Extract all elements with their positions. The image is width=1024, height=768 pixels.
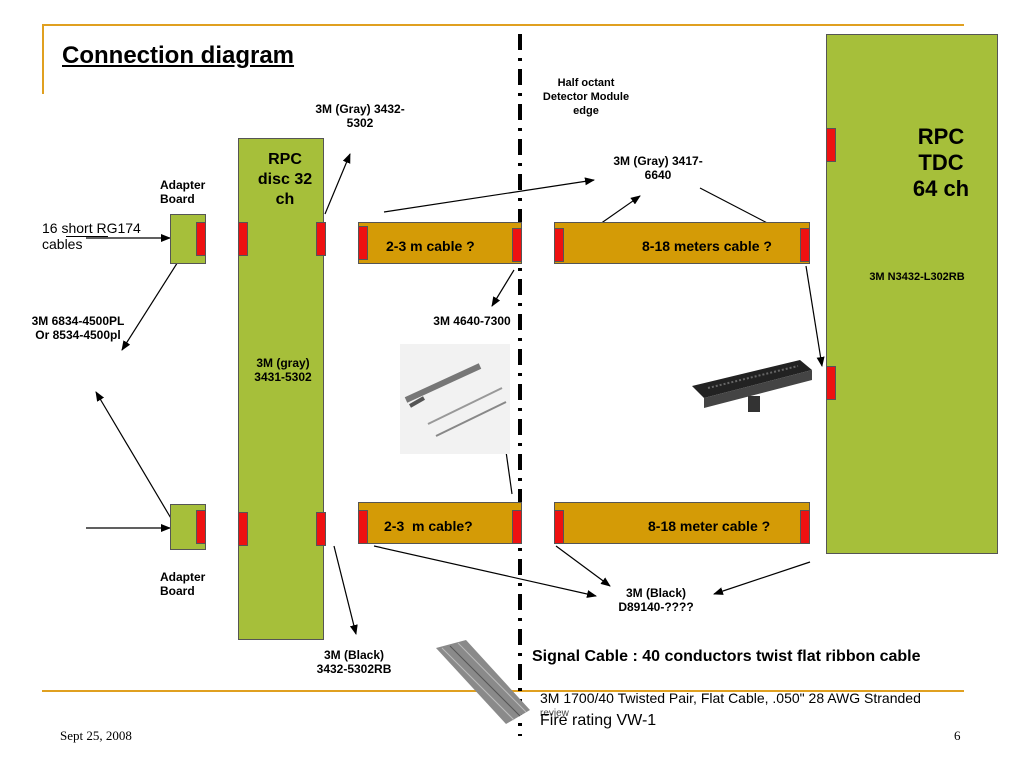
rpc-disc-conn-top-right — [316, 222, 326, 256]
slide-title: Connection diagram — [62, 42, 295, 69]
cable-bottom-long-conn-l — [554, 510, 564, 544]
gray-3432-label: 3M (Gray) 3432-5302 — [315, 102, 405, 130]
rpc-disc-board — [238, 138, 324, 640]
rpc-disc-label: RPC disc 32 ch — [257, 151, 313, 208]
arrow-cable-to-black-d89 — [373, 545, 597, 598]
rg174-label: 16 short RG174 cables — [42, 220, 141, 252]
rpc-disc-conn-top-left — [238, 222, 248, 256]
adapter-top-connector — [196, 222, 206, 256]
cable-bottom-short-conn-r — [512, 510, 522, 544]
cable-bottom-short-label: 2-3 m cable? — [384, 518, 473, 534]
cable-top-short-conn-r — [512, 228, 522, 262]
arrow-tdc-to-black-d89 — [713, 561, 811, 595]
cable-top-long-conn-l — [554, 228, 564, 262]
cable-bottom-long-conn-r — [800, 510, 810, 544]
cable-top-short-conn-l — [358, 226, 368, 260]
tdc-connector-label: 3M N3432-L302RB — [869, 271, 965, 283]
insertion-tool-icon — [404, 363, 507, 437]
arrow-cable-to-tool — [491, 269, 515, 307]
connector-icon — [692, 360, 812, 412]
rpc-tdc-conn-mid — [826, 366, 836, 400]
arrow-rpc-to-black3432 — [333, 545, 358, 635]
cable-top-short-label: 2-3 m cable ? — [386, 238, 475, 254]
rg174-underline — [66, 236, 108, 237]
adapter-board-bottom-label: Adapter Board — [160, 570, 206, 598]
adapter-board-top-label: Adapter Board — [160, 178, 206, 206]
cable-top-short — [358, 222, 522, 264]
cable-bottom-short-conn-l — [358, 510, 368, 544]
arrow-3m-to-adapter — [95, 391, 173, 521]
gray-3431-label: 3M (gray) 3431-5302 — [254, 356, 312, 384]
signal-cable-title: Signal Cable : 40 conductors twist flat … — [532, 648, 921, 665]
cable-bottom-long — [554, 502, 810, 544]
gray-3417-label: 3M (Gray) 3417-6640 — [613, 154, 703, 182]
cable-top-long-conn-r — [800, 228, 810, 262]
tool-4640-label: 3M 4640-7300 — [433, 314, 511, 328]
rpc-tdc-board — [826, 34, 998, 554]
signal-cable-line1: 3M 1700/40 Twisted Pair, Flat Cable, .05… — [540, 690, 921, 706]
ribbon-cable-icon — [436, 640, 530, 724]
page-number: 6 — [954, 728, 961, 743]
cable-bottom-long-label: 8-18 meter cable ? — [648, 518, 771, 534]
arrow-rpc-to-gray3432 — [324, 153, 351, 215]
cable-top-long — [554, 222, 810, 264]
footer-date: Sept 25, 2008 — [60, 728, 132, 743]
insertion-tool-photo — [400, 344, 510, 454]
arrow-cable-to-gray3417 — [383, 177, 595, 213]
arrow-cable-to-black-d89-b — [555, 545, 611, 587]
signal-cable-line2: Fire rating VW-1 — [540, 712, 657, 729]
signal-cable-line1-tail: review — [540, 708, 569, 719]
ribbon-cable-photo — [436, 640, 530, 734]
top-rule — [42, 24, 964, 26]
arrow-cable-to-tdc — [805, 265, 825, 367]
rpc-tdc-label: RPC TDC 64 ch — [912, 124, 970, 201]
rpc-disc-conn-bottom-left — [238, 512, 248, 546]
rpc-tdc-conn-top — [826, 128, 836, 162]
cable-top-long-label: 8-18 meters cable ? — [642, 238, 772, 254]
connector-3m-left-label: 3M 6834-4500PL Or 8534-4500pl — [31, 314, 125, 342]
black-3432-label: 3M (Black) 3432-5302RB — [316, 648, 392, 676]
connector-photo — [688, 356, 816, 416]
rpc-disc-conn-bottom-right — [316, 512, 326, 546]
half-octant-label: Half octant Detector Module edge — [542, 77, 630, 117]
left-rule — [42, 24, 44, 94]
adapter-bottom-connector — [196, 510, 206, 544]
black-d89140-label: 3M (Black) D89140-???? — [618, 586, 694, 614]
